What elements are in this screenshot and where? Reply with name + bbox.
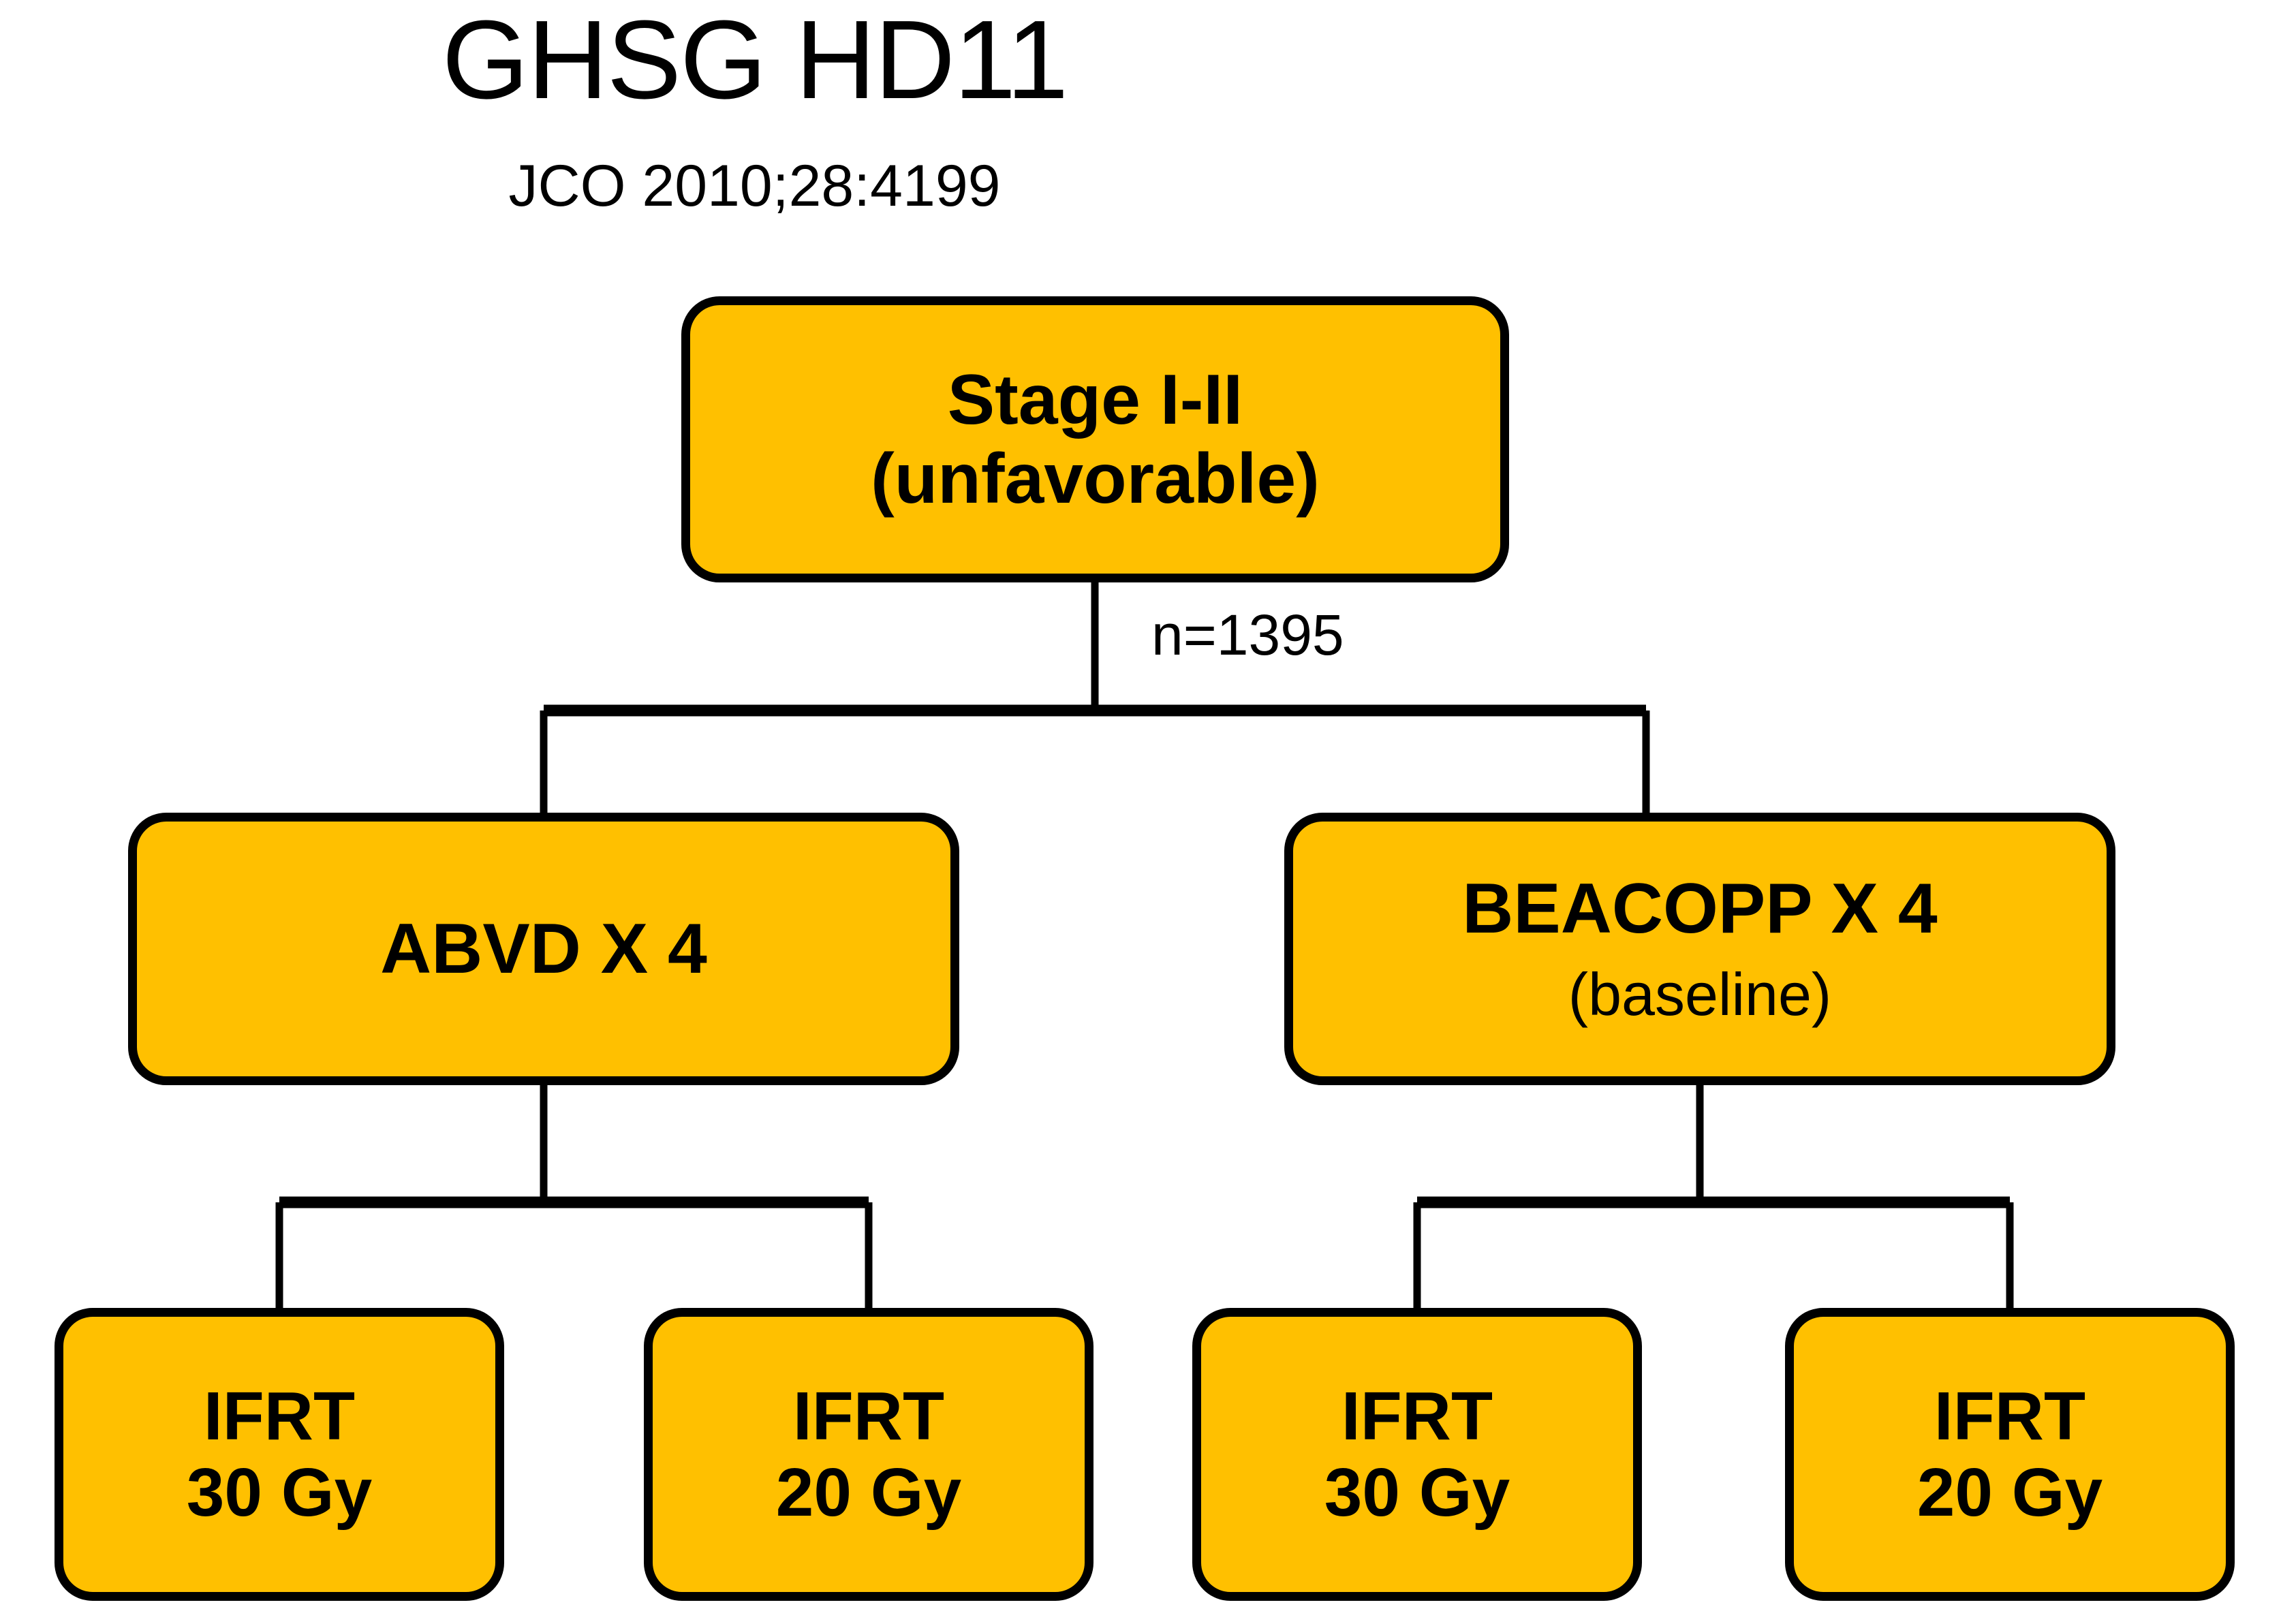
node-beacopp-x4[interactable]: BEACOPP X 4 (baseline) [1284, 813, 2115, 1085]
citation-subtitle: JCO 2010;28:4199 [508, 153, 1001, 219]
node-leaf-2-line-2: 20 Gy [775, 1454, 962, 1531]
node-abvd-line-1: ABVD X 4 [380, 909, 707, 988]
node-ifrt-20gy-abvd[interactable]: IFRT 20 Gy [644, 1308, 1093, 1601]
node-leaf-3-line-1: IFRT [1341, 1378, 1493, 1454]
page-title: GHSG HD11 [441, 0, 1069, 122]
node-ifrt-30gy-beacopp[interactable]: IFRT 30 Gy [1192, 1308, 1642, 1601]
node-leaf-1-line-2: 30 Gy [186, 1454, 373, 1531]
node-leaf-2-line-1: IFRT [792, 1378, 945, 1454]
node-beacopp-line-1: BEACOPP X 4 [1462, 869, 1938, 949]
node-root-line-1: Stage I-II [947, 360, 1243, 439]
node-ifrt-20gy-beacopp[interactable]: IFRT 20 Gy [1785, 1308, 2235, 1601]
node-root-line-2: (unfavorable) [871, 439, 1320, 518]
node-leaf-4-line-1: IFRT [1934, 1378, 2086, 1454]
randomization-count-label: n=1395 [1151, 603, 1344, 667]
node-beacopp-line-2: (baseline) [1568, 960, 1832, 1028]
node-leaf-1-line-1: IFRT [203, 1378, 356, 1454]
node-leaf-4-line-2: 20 Gy [1917, 1454, 2103, 1531]
node-leaf-3-line-2: 30 Gy [1324, 1454, 1510, 1531]
node-stage-i-ii-unfavorable[interactable]: Stage I-II (unfavorable) [681, 296, 1509, 582]
node-ifrt-30gy-abvd[interactable]: IFRT 30 Gy [55, 1308, 504, 1601]
node-abvd-x4[interactable]: ABVD X 4 [128, 813, 959, 1085]
